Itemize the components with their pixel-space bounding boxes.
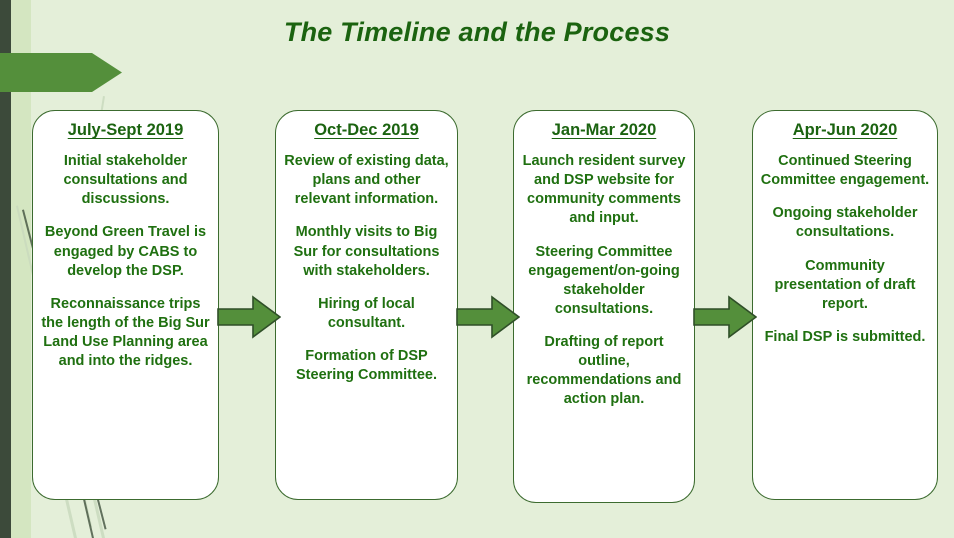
banner-arrow-shape	[0, 53, 122, 92]
card-paragraph: Final DSP is submitted.	[764, 328, 926, 345]
card-paragraph: Formation of DSP Steering Committee.	[296, 348, 437, 384]
card-paragraph: Initial stakeholder consultations and di…	[63, 153, 188, 208]
right-arrow-icon	[217, 295, 281, 339]
connector-arrow-2	[456, 295, 520, 339]
left-light-strip	[11, 0, 31, 538]
card-title: Jan-Mar 2020	[551, 121, 657, 139]
page-title: The Timeline and the Process	[283, 17, 671, 47]
card-paragraph: Launch resident survey and DSP website f…	[522, 153, 686, 227]
card-paragraph: Continued Steering Committee engagement.	[760, 153, 930, 189]
diagonal-lines-shape	[64, 494, 81, 538]
card-paragraph: Hiring of local consultant.	[318, 295, 415, 331]
card-paragraph: Monthly visits to Big Sur for consultati…	[293, 224, 440, 279]
vertical-bar-shape	[0, 0, 11, 538]
card-title: Oct-Dec 2019	[314, 121, 419, 139]
card-paragraph: Steering Committee engagement/on-going s…	[528, 243, 680, 317]
timeline-card-apr-jun-2020[interactable]: Apr-Jun 2020 Continued Steering Committe…	[752, 110, 938, 500]
connector-arrow-1	[217, 295, 281, 339]
card-paragraph: Ongoing stakeholder consultations.	[772, 205, 918, 241]
connector-arrow-3	[693, 295, 757, 339]
card-paragraph: Drafting of report outline, recommendati…	[526, 334, 682, 408]
right-arrow-icon	[456, 295, 520, 339]
card-paragraph: Beyond Green Travel is engaged by CABS t…	[44, 224, 207, 279]
card-paragraph: Review of existing data, plans and other…	[284, 153, 449, 208]
timeline-card-july-sept-2019[interactable]: July-Sept 2019 Initial stakeholder consu…	[32, 110, 219, 500]
right-arrow-icon	[693, 295, 757, 339]
card-title: July-Sept 2019	[67, 121, 184, 139]
timeline-card-jan-mar-2020[interactable]: Jan-Mar 2020 Launch resident survey and …	[513, 110, 695, 503]
card-title: Apr-Jun 2020	[792, 121, 898, 139]
timeline-card-oct-dec-2019[interactable]: Oct-Dec 2019 Review of existing data, pl…	[275, 110, 458, 500]
card-paragraph: Community presentation of draft report.	[774, 257, 916, 312]
card-paragraph: Reconnaissance trips the length of the B…	[41, 295, 210, 370]
